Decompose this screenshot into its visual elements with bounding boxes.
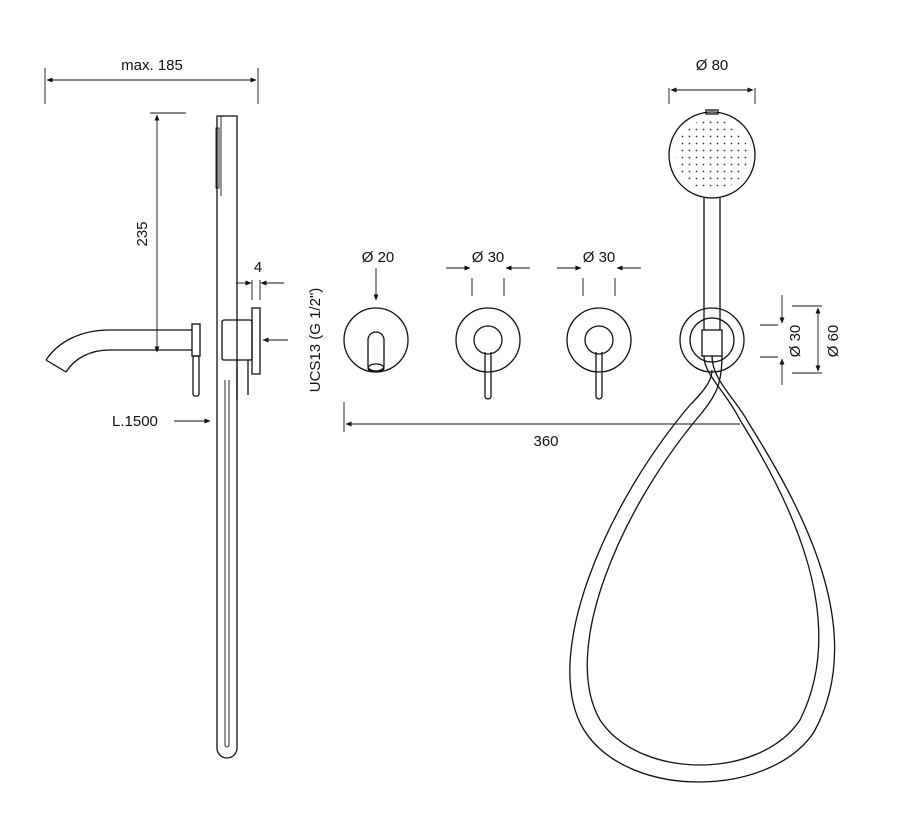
shower-head: Ø 80 bbox=[668, 57, 756, 330]
side-view: max. 185 235 bbox=[44, 57, 324, 759]
label-total-length: 360 bbox=[533, 433, 558, 450]
dim-thickness: 4 bbox=[236, 259, 284, 300]
dim-height: 235 bbox=[134, 112, 186, 353]
label-connection: UCS13 (G 1/2") bbox=[307, 288, 324, 393]
shower-holder: Ø 30 Ø 60 bbox=[679, 295, 842, 385]
mixer-knob-2: Ø 30 bbox=[557, 249, 641, 400]
label-holder-outer-diameter: Ø 60 bbox=[825, 325, 842, 358]
front-view: Ø 20 Ø 30 Ø 30 bbox=[343, 57, 842, 783]
label-knob-diameter-2: Ø 30 bbox=[583, 249, 616, 266]
spout-rosette: Ø 20 bbox=[343, 249, 409, 373]
hand-shower-side bbox=[215, 115, 238, 759]
label-spout-diameter: Ø 20 bbox=[362, 249, 395, 266]
mixer-knob-1: Ø 30 bbox=[446, 249, 530, 400]
label-holder-inner-diameter: Ø 30 bbox=[787, 325, 804, 358]
label-head-diameter: Ø 80 bbox=[696, 57, 729, 74]
dim-total-length: 360 bbox=[343, 402, 740, 450]
spout bbox=[45, 323, 201, 373]
wall-connection bbox=[221, 307, 261, 400]
label-height: 235 bbox=[134, 221, 151, 246]
dim-hose-length: L.1500 bbox=[112, 413, 211, 430]
label-hose-length: L.1500 bbox=[112, 413, 158, 430]
shower-hose bbox=[569, 355, 836, 783]
label-max-width: max. 185 bbox=[121, 57, 183, 74]
dim-max-width: max. 185 bbox=[44, 57, 259, 104]
dim-connection: UCS13 (G 1/2") bbox=[262, 288, 324, 393]
label-thickness: 4 bbox=[254, 259, 262, 276]
lever-side bbox=[192, 355, 200, 397]
label-knob-diameter-1: Ø 30 bbox=[472, 249, 505, 266]
